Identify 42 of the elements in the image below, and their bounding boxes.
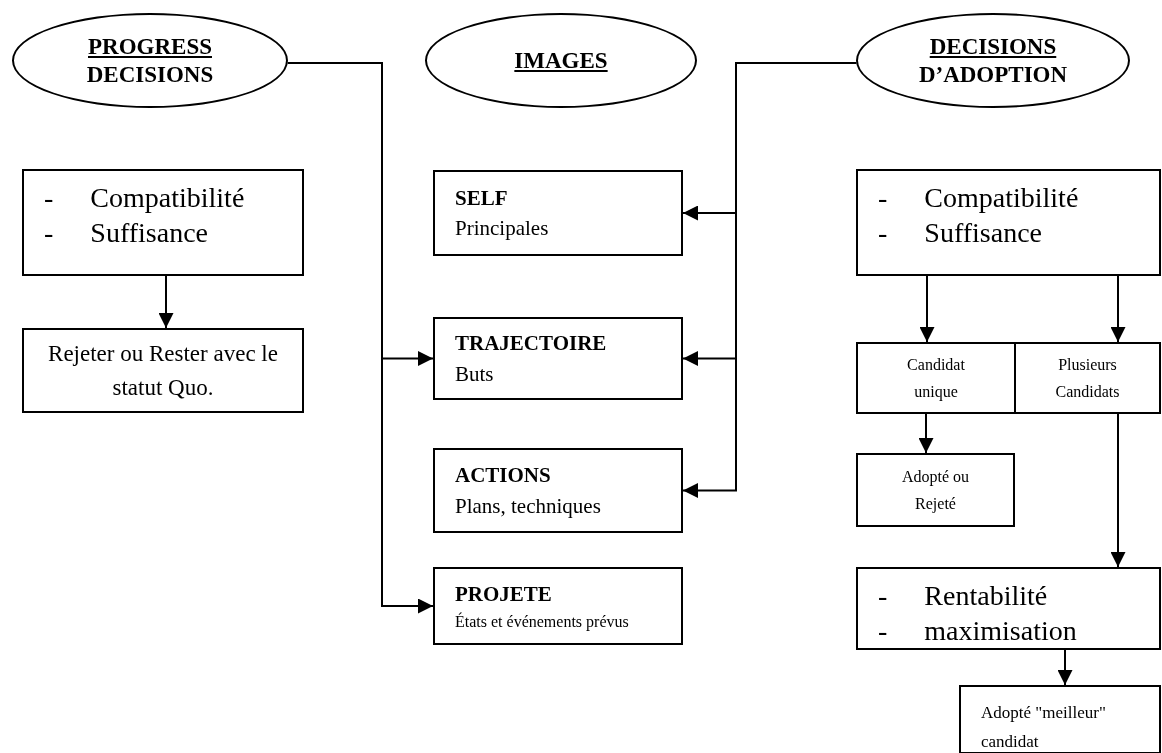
criteria-box — [856, 169, 1161, 276]
heading-text: DECISIONS — [929, 32, 1057, 61]
body-text: États et événements prévus — [455, 611, 630, 633]
option-box — [856, 342, 1016, 414]
list-item: - Suffisance — [44, 216, 209, 250]
heading-text: DECISIONS — [86, 60, 214, 89]
body-text: Adopté ou Rejeté — [900, 466, 971, 515]
list-item: - Suffisance — [878, 216, 1043, 250]
arrow — [1057, 649, 1073, 686]
criteria-box — [856, 567, 1161, 650]
image-box — [433, 448, 683, 533]
body-text: Principales — [455, 215, 550, 242]
body-text: Plans, techniques — [455, 492, 602, 520]
list-item: - maximisation — [878, 614, 1078, 648]
list-item: - Compatibilité — [878, 181, 1080, 215]
heading-text: PROJETE — [455, 581, 553, 609]
body-text: Rejeter ou Rester avec le statut Quo. — [47, 340, 279, 402]
option-box — [1014, 342, 1161, 414]
image-box — [433, 317, 683, 400]
arrow — [158, 275, 174, 329]
criteria-box — [22, 169, 304, 276]
arrow — [1110, 275, 1126, 343]
arrow — [1110, 413, 1126, 568]
body-text: Adopté "meilleur" candidat — [981, 702, 1107, 753]
body-text: Candidat unique — [906, 354, 966, 403]
heading-text: SELF — [455, 184, 509, 212]
body-text: Buts — [455, 360, 495, 388]
outcome-box — [959, 685, 1161, 753]
image-box — [433, 170, 683, 256]
heading-text: TRAJECTOIRE — [455, 330, 608, 358]
list-item: - Rentabilité — [878, 579, 1049, 613]
list-item: - Compatibilité — [44, 181, 246, 215]
heading-text: PROGRESS — [88, 32, 212, 61]
heading-text: IMAGES — [514, 46, 608, 75]
arrow — [918, 413, 934, 454]
arrow — [919, 275, 935, 343]
image-box — [433, 567, 683, 645]
body-text: Plusieurs Candidats — [1054, 354, 1121, 402]
heading-text: ACTIONS — [455, 462, 552, 490]
outcome-box — [856, 453, 1015, 527]
outcome-box — [22, 328, 304, 413]
heading-text: D’ADOPTION — [918, 60, 1068, 89]
